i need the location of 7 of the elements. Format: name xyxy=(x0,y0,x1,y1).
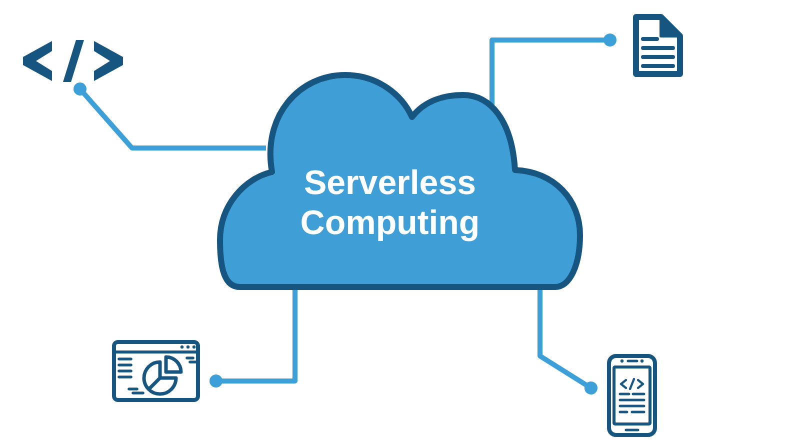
browser-chart-icon xyxy=(110,338,202,403)
connector-line xyxy=(490,34,616,106)
smartphone-icon xyxy=(604,351,660,440)
cloud-title: Serverless Computing xyxy=(299,163,481,243)
connector-line xyxy=(74,82,266,150)
document-icon xyxy=(630,11,686,80)
code-icon xyxy=(20,38,126,85)
